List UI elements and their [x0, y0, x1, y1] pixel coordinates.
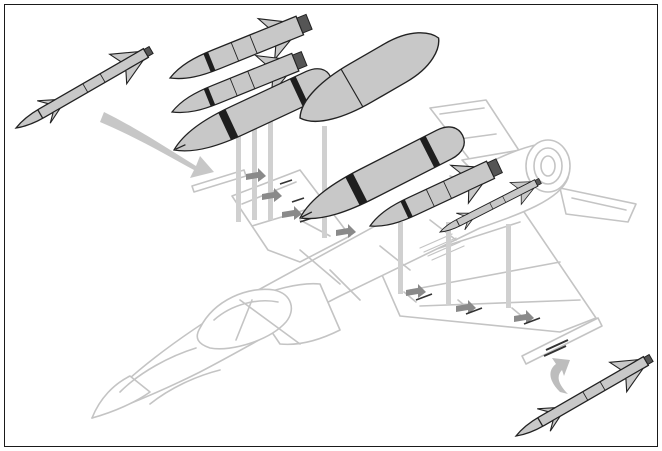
store-drop-lines [236, 102, 511, 308]
fuel-tank [299, 32, 440, 122]
hardpoint-marks [279, 179, 569, 357]
nose-cone [91, 375, 151, 419]
attach-arrows [246, 168, 534, 324]
wingtip-load-arrows [100, 112, 570, 394]
lower-load-arrow [550, 358, 570, 394]
upper-load-arrow [100, 112, 214, 178]
right-stabilizer [559, 187, 637, 223]
right-wingtip-rail [521, 317, 603, 365]
